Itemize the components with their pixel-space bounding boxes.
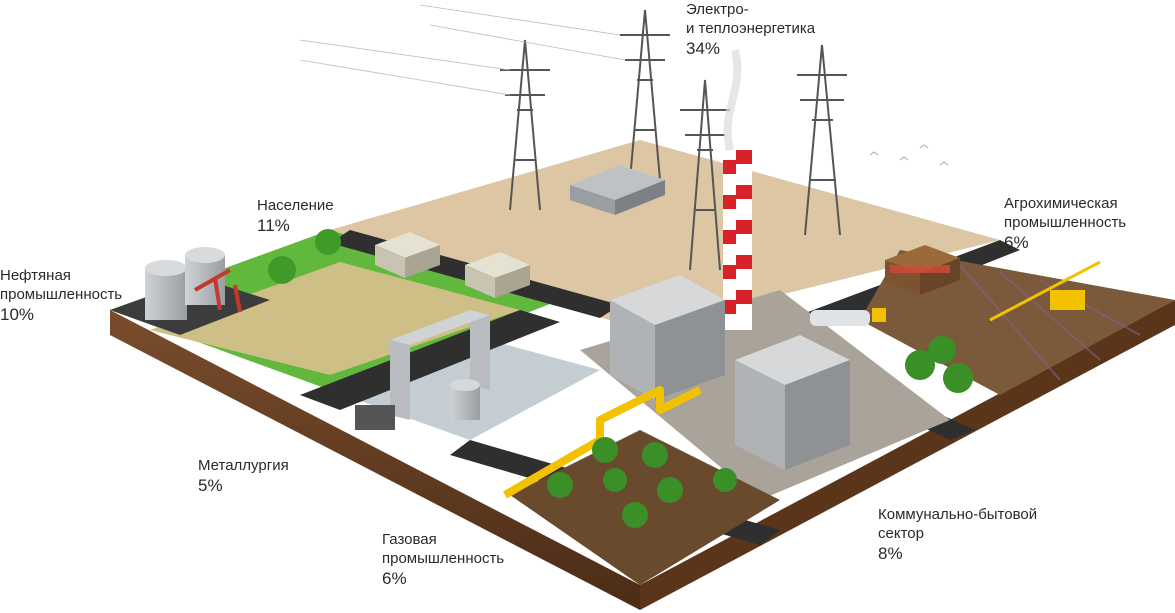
label-oil-line-1: Нефтяная	[0, 267, 71, 284]
label-power-percent: 34%	[686, 39, 721, 58]
oil-area	[110, 278, 270, 335]
power-wires	[299, 4, 626, 96]
label-agro-line-2: промышленность	[1004, 214, 1127, 231]
back-building	[570, 165, 665, 215]
park-path	[150, 262, 520, 375]
label-population-line-1: Население	[257, 197, 334, 214]
label-power: Электро- и теплоэнергетика 34%	[686, 0, 815, 60]
power-plant	[610, 275, 850, 470]
label-municipal-line-1: Коммунально-бытовой	[878, 506, 1038, 523]
label-gas-line-1: Газовая	[382, 531, 437, 548]
label-metallurgy-percent: 5%	[198, 476, 223, 495]
agro-trees	[905, 336, 973, 393]
label-municipal: Коммунально-бытовой сектор 8%	[878, 505, 1037, 565]
label-agro: Агрохимическая промышленность 6%	[1004, 194, 1126, 254]
tanker-truck	[810, 308, 886, 326]
label-agro-percent: 6%	[1004, 233, 1029, 252]
label-gas-percent: 6%	[382, 569, 407, 588]
label-agro-line-1: Агрохимическая	[1004, 195, 1118, 212]
power-pylons	[500, 9, 847, 271]
label-municipal-percent: 8%	[878, 544, 903, 563]
label-metallurgy: Металлургия 5%	[198, 456, 289, 497]
label-gas: Газовая промышленность 6%	[382, 530, 504, 590]
label-population-percent: 11%	[257, 216, 290, 235]
label-oil: Нефтяная промышленность 10%	[0, 266, 122, 326]
agro-truck	[989, 260, 1101, 322]
park-trees	[268, 229, 341, 284]
label-oil-percent: 10%	[0, 305, 35, 324]
label-power-line-2: и теплоэнергетика	[686, 20, 816, 37]
label-power-line-1: Электро-	[686, 1, 749, 18]
houses	[375, 232, 530, 298]
label-metallurgy-line-1: Металлургия	[198, 457, 289, 474]
label-municipal-line-2: сектор	[878, 525, 924, 542]
field-rows	[959, 264, 1141, 381]
chimneys	[723, 49, 752, 330]
metallurgy-plant	[355, 310, 490, 430]
label-oil-line-2: промышленность	[0, 286, 123, 303]
label-gas-line-2: промышленность	[382, 550, 505, 567]
agro-barn	[885, 245, 960, 295]
oil-pump	[194, 268, 242, 313]
label-population: Население 11%	[257, 196, 334, 237]
orchard-trees	[547, 437, 737, 528]
gas-pipe	[502, 386, 702, 499]
birds	[869, 144, 949, 166]
